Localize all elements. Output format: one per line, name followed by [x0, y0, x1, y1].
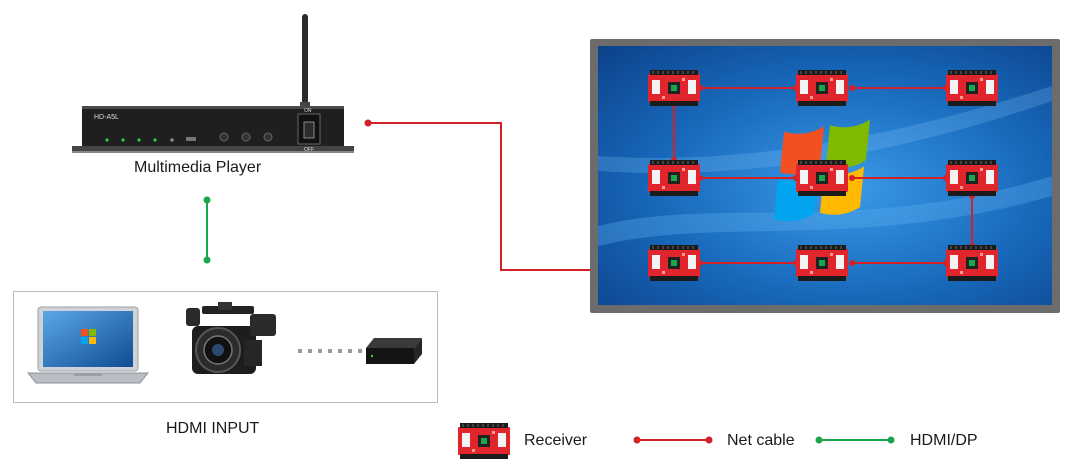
receiver-card-r3c1 — [648, 245, 700, 281]
legend-net-cable-label: Net cable — [727, 432, 795, 449]
set-top-box-icon — [366, 338, 422, 364]
legend-net-cable-line — [633, 436, 713, 444]
legend-hdmi-label: HDMI/DP — [910, 432, 978, 449]
hdmi-input-panel — [13, 291, 438, 403]
dotted-connector — [298, 349, 362, 353]
laptop-icon — [26, 306, 150, 384]
legend-hdmi-line — [815, 436, 895, 444]
hdmi-link-endpoint-bottom — [203, 256, 211, 264]
net-cable-line — [368, 122, 634, 271]
switch-off-text: OFF — [304, 147, 314, 153]
receiver-card-r2c2 — [796, 160, 848, 196]
legend-receiver-label: Receiver — [524, 432, 588, 449]
player-model-text: HD-A5L — [94, 114, 119, 121]
receiver-card-r2c1 — [648, 160, 700, 196]
receiver-card-r3c3 — [946, 245, 998, 281]
net-cable-endpoint-start — [364, 119, 372, 127]
player-label: Multimedia Player — [134, 159, 262, 176]
camcorder-icon — [186, 302, 276, 374]
receiver-card-r1c2 — [796, 70, 848, 106]
multimedia-player-icon: HD-A5L ON OFF — [72, 14, 354, 153]
receiver-card-r2c3 — [946, 160, 998, 196]
receiver-card-r1c3 — [946, 70, 998, 106]
legend-receiver-icon — [458, 423, 510, 459]
hdmi-input-label: HDMI INPUT — [166, 420, 260, 437]
hdmi-link-endpoint-top — [203, 196, 211, 204]
receiver-card-r3c2 — [796, 245, 848, 281]
switch-on-text: ON — [304, 108, 312, 114]
receiver-card-r1c1 — [648, 70, 700, 106]
